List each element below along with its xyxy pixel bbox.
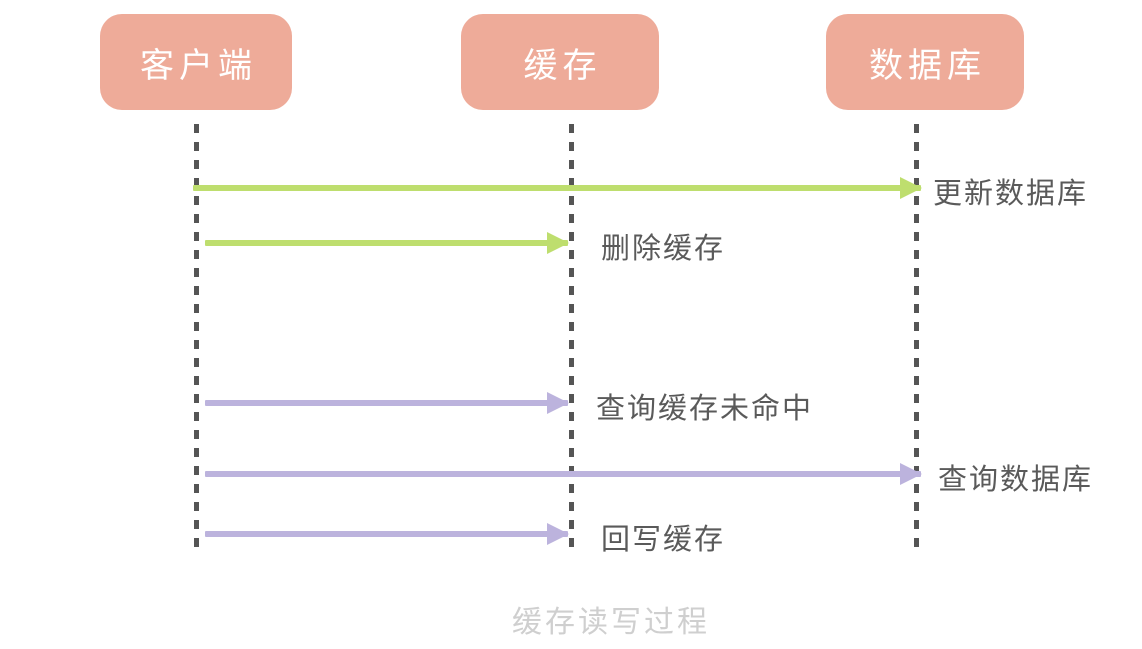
- message-arrow-2[interactable]: [205, 232, 569, 254]
- lifeline-client: [194, 124, 199, 551]
- message-arrow-4[interactable]: [205, 463, 922, 485]
- message-arrow-3[interactable]: [205, 392, 569, 414]
- message-arrow-3-shaft: [205, 400, 568, 406]
- participant-cache-label: 缓存: [523, 46, 602, 85]
- participant-client[interactable]: 客户端: [100, 14, 292, 110]
- lifeline-database: [914, 124, 919, 551]
- arrow-head-icon: [547, 392, 569, 414]
- arrow-head-icon: [900, 177, 922, 199]
- arrow-head-icon: [547, 523, 569, 545]
- message-label-4: 查询数据库: [938, 464, 1094, 496]
- message-arrow-4-shaft: [205, 471, 921, 477]
- participant-database-label: 数据库: [869, 46, 986, 85]
- message-arrow-5-shaft: [205, 531, 568, 537]
- message-label-2: 删除缓存: [601, 233, 726, 265]
- message-label-3: 查询缓存未命中: [596, 393, 814, 425]
- lifeline-cache: [569, 124, 574, 551]
- participant-cache[interactable]: 缓存: [461, 14, 659, 110]
- message-label-5: 回写缓存: [601, 524, 726, 556]
- message-arrow-2-shaft: [205, 240, 568, 246]
- message-arrow-1-shaft: [193, 185, 921, 191]
- participant-client-label: 客户端: [140, 46, 257, 85]
- message-arrow-1[interactable]: [193, 177, 922, 199]
- diagram-caption: 缓存读写过程: [512, 606, 710, 639]
- arrow-head-icon: [900, 463, 922, 485]
- arrow-head-icon: [547, 232, 569, 254]
- message-arrow-5[interactable]: [205, 523, 569, 545]
- participant-database[interactable]: 数据库: [826, 14, 1024, 110]
- message-label-1: 更新数据库: [933, 178, 1089, 210]
